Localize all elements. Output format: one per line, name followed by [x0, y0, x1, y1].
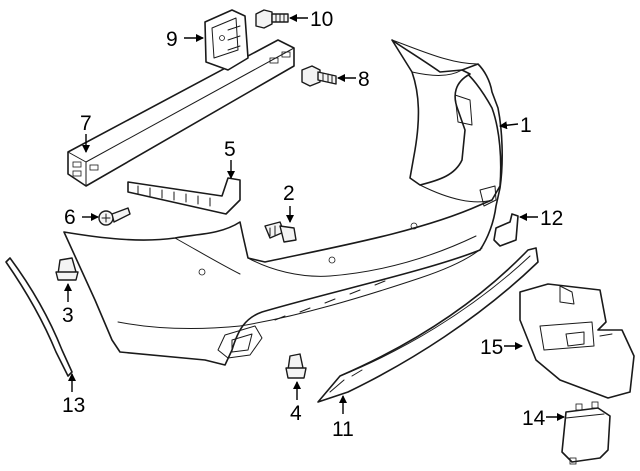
- bumper-cover-part-1: [63, 39, 503, 366]
- clip-part-3: [55, 257, 79, 281]
- callout-3: 3: [62, 304, 74, 327]
- callout-10: 10: [310, 8, 333, 31]
- callout-7: 7: [80, 112, 92, 135]
- callout-8: 8: [358, 68, 370, 91]
- sensor-bracket-part-15: [519, 283, 635, 399]
- callout-5: 5: [224, 138, 236, 161]
- callout-12: 12: [540, 207, 563, 230]
- bolt-part-8: [301, 65, 337, 87]
- bolt-part-2: [264, 221, 297, 243]
- sensor-module-part-14: [561, 401, 611, 465]
- absorber-strip-part-5: [127, 177, 241, 215]
- callout-6: 6: [64, 206, 76, 229]
- callout-9: 9: [166, 28, 178, 51]
- callout-11: 11: [332, 418, 354, 441]
- callout-14: 14: [522, 407, 546, 430]
- callout-2: 2: [283, 182, 295, 205]
- callout-4: 4: [290, 402, 302, 425]
- bracket-part-9: [204, 9, 249, 71]
- screw-part-6: [98, 207, 131, 226]
- callout-15: 15: [480, 336, 503, 359]
- callout-13: 13: [62, 394, 85, 417]
- leader-1: [499, 121, 519, 130]
- clip-part-4: [285, 353, 307, 379]
- callout-1: 1: [520, 114, 532, 137]
- reinforcement-beam-part-7: [67, 39, 295, 187]
- lower-diffuser-part-11: [317, 247, 539, 403]
- bolt-part-10: [255, 9, 289, 29]
- bracket-part-12: [493, 213, 519, 247]
